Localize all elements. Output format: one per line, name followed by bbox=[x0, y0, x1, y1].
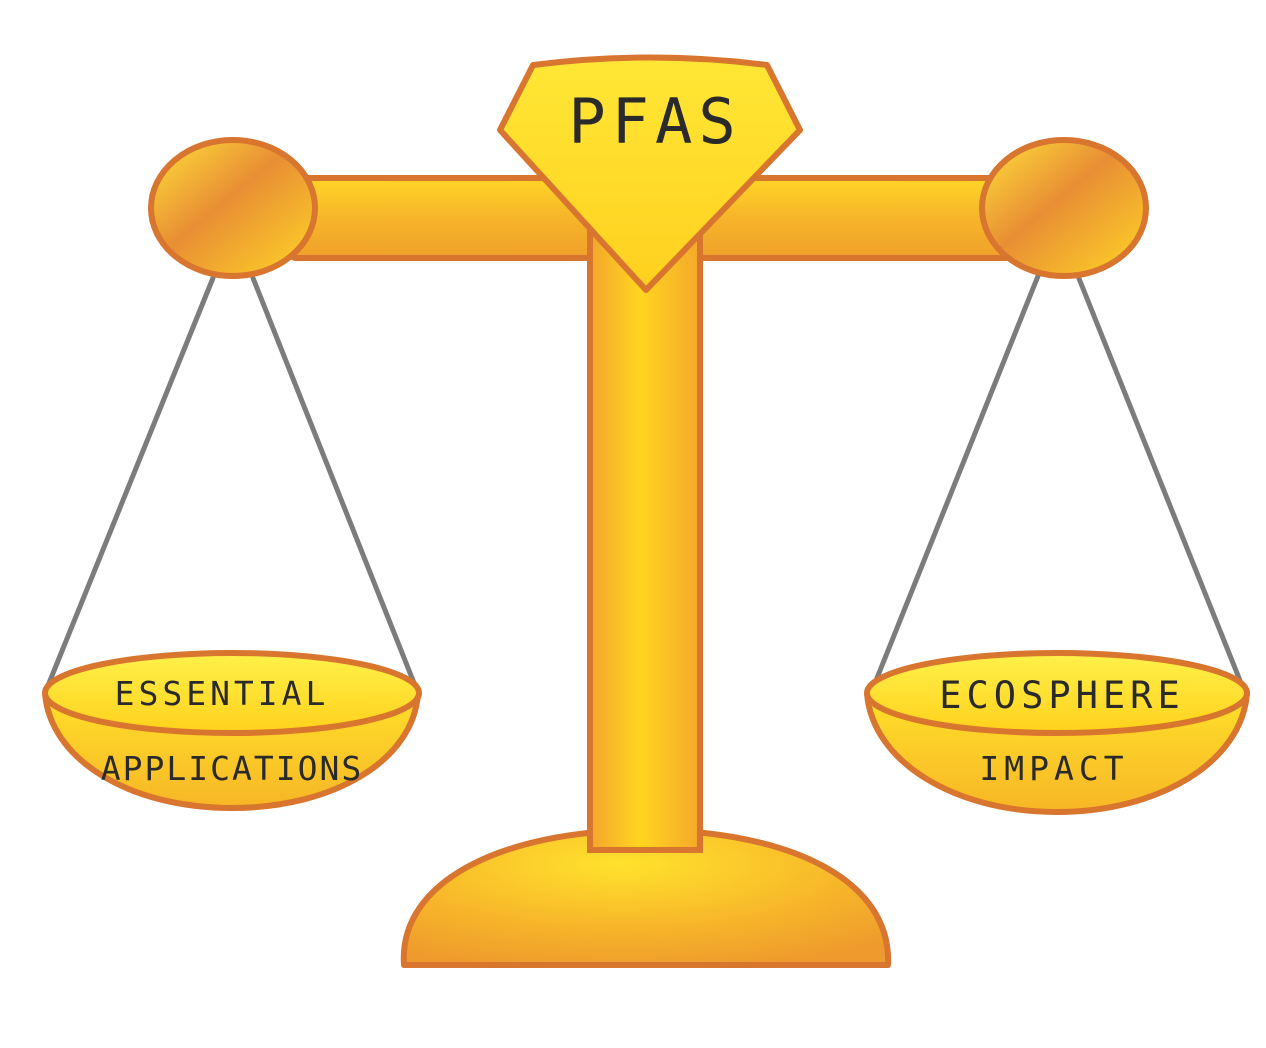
left-pan: ESSENTIAL APPLICATIONS bbox=[42, 650, 422, 811]
right-beam-end-ball bbox=[979, 137, 1149, 279]
right-pan-label-line2: IMPACT bbox=[979, 749, 1128, 788]
right-pan-strings bbox=[868, 273, 1248, 696]
left-beam-end-ball bbox=[148, 137, 318, 279]
left-pan-strings bbox=[42, 275, 421, 696]
right-pan-label-line1: ECOSPHERE bbox=[939, 674, 1184, 717]
left-pan-label-line1: ESSENTIAL bbox=[115, 674, 330, 713]
right-pan: ECOSPHERE IMPACT bbox=[864, 650, 1250, 815]
scale-pole bbox=[587, 227, 703, 853]
pivot-badge bbox=[497, 54, 803, 293]
pivot-label: PFAS bbox=[568, 85, 741, 158]
left-pan-label-line2: APPLICATIONS bbox=[101, 749, 363, 788]
